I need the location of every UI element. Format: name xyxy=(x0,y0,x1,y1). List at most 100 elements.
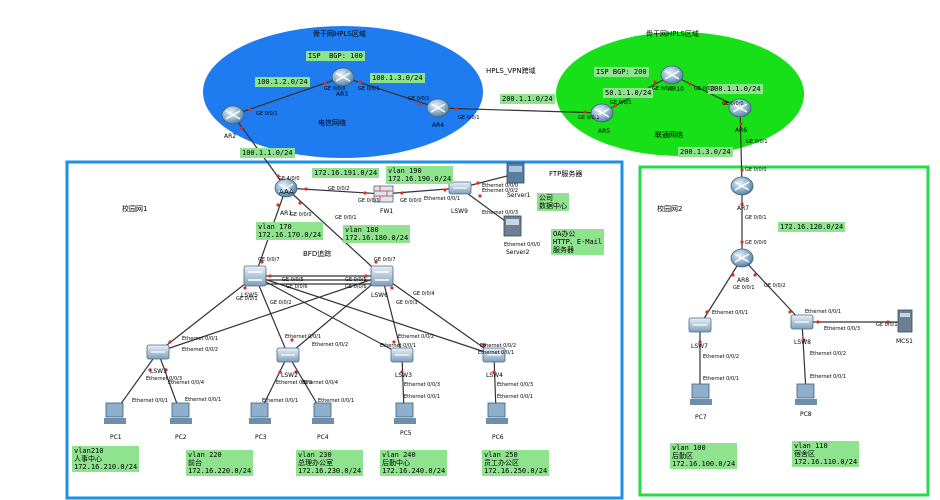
iface-label: GE 0/0/1 xyxy=(733,285,755,291)
iface-label: Ethernet 0/0/2 xyxy=(703,354,740,360)
iface-label: GE 0/0/1 xyxy=(358,198,380,204)
core-switch-icon[interactable] xyxy=(370,265,394,287)
pc-icon[interactable] xyxy=(249,402,271,424)
switch-icon[interactable] xyxy=(276,347,300,363)
router-icon[interactable] xyxy=(274,178,298,198)
iface-label: Ethernet 0/0/1 xyxy=(805,309,842,315)
iface-label: GE 0/0/1 xyxy=(876,322,898,328)
iface-label: Ethernet 0/0/1 xyxy=(424,196,461,202)
ftp-title: FTP服务器 xyxy=(549,170,583,178)
iface-label: GE 0/0/1 xyxy=(745,215,767,221)
iface-label: Ethernet 0/0/1 xyxy=(497,394,534,400)
iface-label: Ethernet 0/0/3 xyxy=(404,382,441,388)
switch-icon[interactable] xyxy=(790,314,814,330)
device-label-lsw2: LSW2 xyxy=(281,372,298,379)
iface-label: Ethernet 0/0/1 xyxy=(712,310,749,316)
device-label-ar5: AR5 xyxy=(598,128,611,135)
iface-label: GE 0/0/2 xyxy=(328,186,350,192)
vlan240-note: vlan 240 后勤中心 172.16.240.0/24 xyxy=(380,450,448,476)
switch-icon[interactable] xyxy=(688,317,712,333)
device-label-ar6: AR6 xyxy=(735,127,748,134)
iface-label: GE 0/0/1 xyxy=(610,100,632,106)
oa-note: OA办公 HTTP、E-Mail 服务器 xyxy=(551,229,605,255)
campus1-border xyxy=(65,160,624,500)
net-172-120-note: 172.16.120.0/24 xyxy=(778,222,846,232)
router-icon[interactable] xyxy=(730,176,754,196)
iface-label: Ethernet 0/0/1 xyxy=(185,397,222,403)
device-label-lsw5: LSW5 xyxy=(241,292,258,299)
interface-dots xyxy=(148,80,890,374)
iface-label: Ethernet 0/0/3 xyxy=(146,376,183,382)
iface-label: GE 0/0/2 xyxy=(764,283,786,289)
pc-icon[interactable] xyxy=(690,383,712,405)
server-icon[interactable] xyxy=(897,309,913,333)
iface-label: Ethernet 0/0/2 xyxy=(182,347,219,353)
device-label-pc7: PC7 xyxy=(695,414,707,421)
firewall-icon[interactable] xyxy=(373,185,394,203)
iface-label: Ethernet 0/0/4 xyxy=(168,380,205,386)
iface-label: GE 0/0/0 xyxy=(745,240,767,246)
campus1-title: 校园网1 xyxy=(122,205,148,213)
pc-icon[interactable] xyxy=(104,402,126,424)
device-label-ar10: AR10 xyxy=(668,86,684,93)
iface-label: Ethernet 0/0/1 xyxy=(380,343,417,349)
router-icon[interactable] xyxy=(221,105,245,125)
core-switch-icon[interactable] xyxy=(243,265,267,287)
iface-label: GE 0/0/5 xyxy=(282,277,304,283)
router-icon[interactable] xyxy=(728,98,752,118)
router-icon[interactable] xyxy=(331,67,355,87)
vlan220-note: vlan 220 前台 172.16.220.0/24 xyxy=(186,450,254,476)
device-label-ar3: AR3 xyxy=(336,91,349,98)
iface-label: Ethernet 0/0/0 xyxy=(482,183,519,189)
aaa-title: AAA xyxy=(279,188,294,196)
iface-label: Ethernet 0/0/1 xyxy=(703,376,740,382)
switch-icon[interactable] xyxy=(448,181,472,195)
vlan230-note: vlan 230 总理办公室 172.16.230.0/24 xyxy=(296,450,364,476)
vlan180-note: vlan 180 172.16.180.0/24 xyxy=(343,225,411,243)
vlan210-note: vlan210 人事中心 172.16.210.0/24 xyxy=(72,446,140,472)
pc-icon[interactable] xyxy=(394,402,416,424)
iface-label: Ethernet 0/0/1 xyxy=(132,398,169,404)
iface-label: GE 4/0/0 xyxy=(278,176,300,182)
switch-icon[interactable] xyxy=(390,347,414,363)
vlan190-note: vlan 190 172.16.190.0/24 xyxy=(386,166,454,184)
switch-icon[interactable] xyxy=(146,344,170,360)
device-label-pc8: PC8 xyxy=(800,411,812,418)
iface-label: Ethernet 0/0/1 xyxy=(262,398,299,404)
device-label-pc4: PC4 xyxy=(317,434,329,441)
iface-label: GE 0/0/1 xyxy=(746,139,768,145)
iface-label: Ethernet 0/0/2 xyxy=(398,334,435,340)
router-icon[interactable] xyxy=(660,65,684,85)
bfd-title: BFD追踪 xyxy=(303,250,332,258)
pc-icon[interactable] xyxy=(170,402,192,424)
net-172-191-note: 172.16.191.0/24 xyxy=(312,168,380,178)
iface-label: GE 0/0/5 xyxy=(345,277,367,283)
iface-label: GE 0/0/0 xyxy=(324,86,346,92)
net-50-note: 50.1.1.0/24 xyxy=(603,88,654,98)
iface-label: Ethernet 0/0/1 xyxy=(182,336,219,342)
pc-icon[interactable] xyxy=(795,383,817,405)
iface-label: GE 0/0/1 xyxy=(335,215,357,221)
iface-label: Ethernet 0/0/1 xyxy=(404,394,441,400)
device-label-ar1: AR1 xyxy=(280,210,293,217)
device-label-pc6: PC6 xyxy=(492,434,504,441)
pc-icon[interactable] xyxy=(486,402,508,424)
router-icon[interactable] xyxy=(590,103,614,123)
server-icon[interactable] xyxy=(503,215,522,237)
net-100-1-2-note: 100.1.2.0/24 xyxy=(255,77,310,87)
device-label-lsw1: LSW1 xyxy=(150,368,167,375)
device-label-lsw4: LSW4 xyxy=(486,372,503,379)
server-icon[interactable] xyxy=(506,162,525,184)
iface-label: GE 0/0/1 xyxy=(458,115,480,121)
router-icon[interactable] xyxy=(730,248,754,268)
iface-label: GE 0/0/7 xyxy=(258,257,280,263)
device-label-pc5: PC5 xyxy=(400,430,412,437)
iface-label: Ethernet 0/0/1 xyxy=(810,374,847,380)
pc-icon[interactable] xyxy=(312,402,334,424)
switch-icon[interactable] xyxy=(482,347,506,363)
router-icon[interactable] xyxy=(426,98,450,118)
iface-label: Ethernet 0/0/0 xyxy=(504,242,541,248)
device-label-server2: Server2 xyxy=(506,249,530,256)
isp-left-note: ISP BGP: 100 xyxy=(306,51,365,61)
